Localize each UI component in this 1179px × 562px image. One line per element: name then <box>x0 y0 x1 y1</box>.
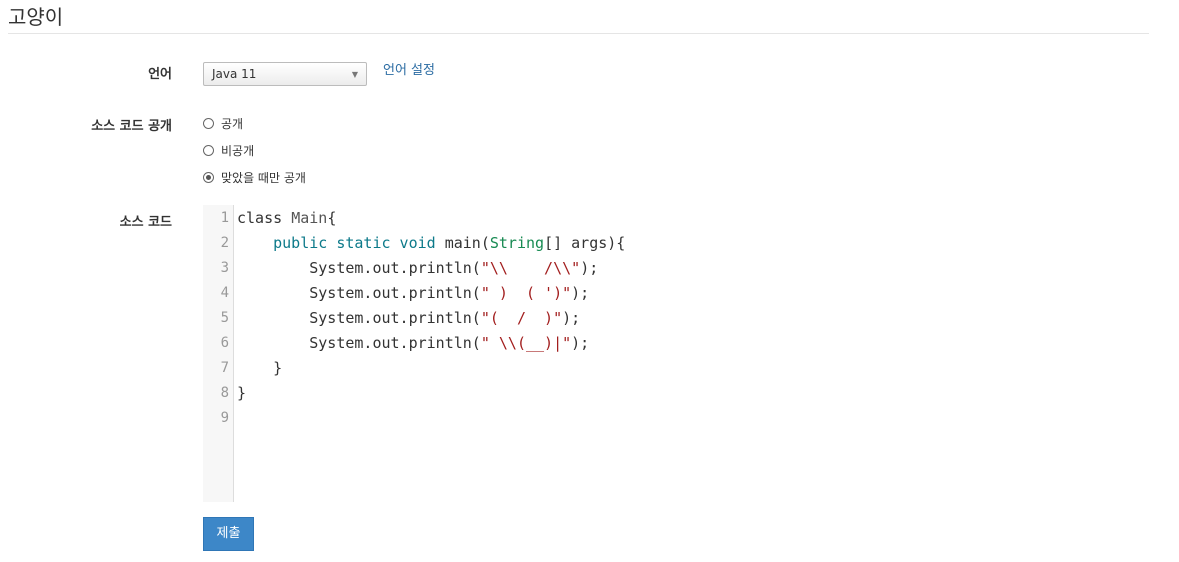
code-token <box>237 234 273 252</box>
visibility-option-label: 공개 <box>221 116 244 131</box>
code-token: ); <box>571 334 590 352</box>
page-title: 고양이 <box>8 5 64 29</box>
code-token: System.out.println( <box>237 284 481 302</box>
line-number-gutter: 1 2 3 4 5 6 7 8 9 <box>203 205 234 502</box>
code-line: System.out.println("\\ /\\"); <box>237 256 598 281</box>
code-token: class <box>237 209 292 227</box>
code-line: System.out.println("( / )"); <box>237 306 580 331</box>
visibility-option-private[interactable]: 비공개 <box>203 142 254 158</box>
code-token: [] args){ <box>544 234 626 252</box>
line-number: 4 <box>220 285 229 301</box>
radio-private[interactable] <box>203 144 214 156</box>
code-token: ); <box>562 309 581 327</box>
language-settings-link[interactable]: 언어 설정 <box>383 63 435 78</box>
code-token: "\\ /\\" <box>480 259 581 277</box>
code-token: System.out.println( <box>237 309 481 327</box>
title-divider <box>8 33 1149 34</box>
visibility-option-label: 비공개 <box>221 143 255 158</box>
line-number: 8 <box>220 385 229 401</box>
code-token: { <box>327 209 337 227</box>
visibility-option-label: 맞았을 때만 공개 <box>221 170 306 185</box>
language-select[interactable]: Java 11 ▼ <box>203 62 367 86</box>
code-token: System.out.println( <box>237 259 481 277</box>
code-token: System.out.println( <box>237 334 481 352</box>
line-number: 1 <box>220 210 229 226</box>
code-token: public static void <box>273 234 445 252</box>
code-editor[interactable]: 1 2 3 4 5 6 7 8 9 class Main{ public static void… <box>203 205 1149 502</box>
code-line: class Main{ <box>237 206 336 231</box>
code-line: } <box>237 356 282 381</box>
code-token: main( <box>444 234 490 252</box>
line-number: 2 <box>220 235 229 251</box>
source-code-label: 소스 코드 <box>119 215 172 230</box>
code-token: } <box>237 359 283 377</box>
submit-button[interactable]: 제출 <box>203 517 254 551</box>
code-token: " \\(__)|" <box>480 334 572 352</box>
line-number: 5 <box>220 310 229 326</box>
language-label: 언어 <box>148 67 172 82</box>
line-number: 9 <box>220 410 229 426</box>
code-token: Main <box>291 209 328 227</box>
code-line: } <box>237 381 246 406</box>
visibility-label: 소스 코드 공개 <box>91 119 172 134</box>
line-number: 3 <box>220 260 229 276</box>
code-line: System.out.println(" \\(__)|"); <box>237 331 589 356</box>
code-token: String <box>489 234 545 252</box>
code-token: " ) ( ')" <box>480 284 572 302</box>
visibility-option-accepted-only[interactable]: 맞았을 때만 공개 <box>203 169 306 185</box>
line-number: 6 <box>220 335 229 351</box>
code-line: public static void main(String[] args){ <box>237 231 625 256</box>
code-token: "( / )" <box>480 309 563 327</box>
chevron-down-icon: ▼ <box>351 70 358 79</box>
code-token: ); <box>571 284 590 302</box>
radio-public[interactable] <box>203 117 214 129</box>
visibility-option-public[interactable]: 공개 <box>203 115 243 131</box>
line-number: 7 <box>220 360 229 376</box>
code-token: ); <box>580 259 599 277</box>
radio-accepted-only[interactable] <box>203 171 214 183</box>
language-select-value: Java 11 <box>212 67 257 81</box>
code-line: System.out.println(" ) ( ')"); <box>237 281 589 306</box>
code-token: } <box>237 384 247 402</box>
